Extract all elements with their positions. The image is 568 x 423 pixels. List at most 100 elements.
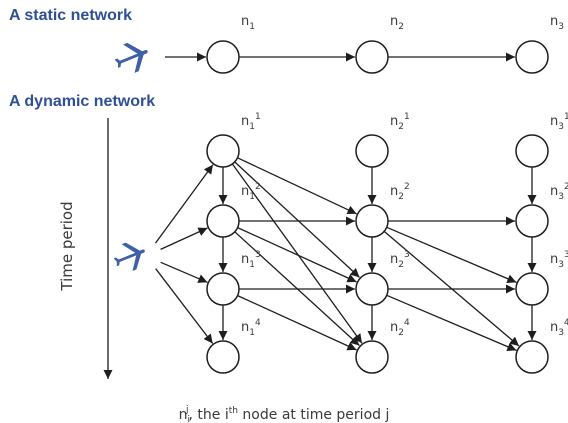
edge-plane2-d11 bbox=[154, 164, 214, 244]
airplane-icon bbox=[109, 237, 151, 276]
node-label: n1 bbox=[241, 14, 255, 32]
node-circle bbox=[355, 340, 389, 374]
caption-subscript: i bbox=[188, 415, 191, 423]
node-label-subscript: 3 bbox=[558, 192, 564, 202]
time-axis-label: Time period bbox=[58, 201, 76, 291]
node-label: n11 bbox=[241, 112, 261, 132]
network-node: n11 bbox=[206, 112, 261, 168]
network-node: n32 bbox=[515, 182, 568, 238]
node-label-superscript: 4 bbox=[404, 318, 410, 328]
node-label-superscript: 3 bbox=[255, 250, 261, 260]
caption-text-2: node at time period j bbox=[238, 407, 389, 423]
node-label-subscript: 3 bbox=[558, 122, 564, 132]
static-network-title: A static network bbox=[9, 7, 132, 24]
node-label: n12 bbox=[241, 182, 261, 202]
node-label-subscript: 1 bbox=[249, 192, 255, 202]
node-label-base: n bbox=[241, 184, 249, 199]
node-label-subscript: 2 bbox=[398, 122, 404, 132]
edge-d13-d24 bbox=[237, 295, 357, 351]
node-label: n13 bbox=[241, 250, 261, 270]
node-circle bbox=[355, 40, 389, 74]
node-label: n33 bbox=[550, 250, 568, 270]
node-circle bbox=[355, 204, 389, 238]
node-circle bbox=[355, 134, 389, 168]
node-label-base: n bbox=[550, 114, 558, 129]
node-label-superscript: 1 bbox=[404, 112, 410, 122]
node-label: n2 bbox=[390, 14, 404, 32]
node-circle bbox=[515, 272, 549, 306]
caption-superscript: j bbox=[185, 405, 189, 415]
node-label-subscript: 1 bbox=[249, 22, 255, 32]
node-circle bbox=[206, 40, 240, 74]
node-label: n22 bbox=[390, 182, 410, 202]
network-node: n31 bbox=[515, 112, 568, 168]
network-node: n1 bbox=[206, 14, 255, 74]
edge-d12-d23 bbox=[237, 227, 357, 283]
node-label: n14 bbox=[241, 318, 261, 338]
node-label-base: n bbox=[241, 14, 249, 29]
node-circle bbox=[206, 134, 240, 168]
network-node: n22 bbox=[355, 182, 410, 238]
node-label: n24 bbox=[390, 318, 410, 338]
edge-plane2-d13 bbox=[160, 261, 208, 283]
node-label-superscript: 2 bbox=[404, 182, 410, 192]
network-node: n12 bbox=[206, 182, 261, 238]
edge-d11-d22 bbox=[237, 157, 357, 215]
caption: nij, the ith node at time period j bbox=[179, 405, 390, 423]
node-label: n23 bbox=[390, 250, 410, 270]
network-node: n21 bbox=[355, 112, 410, 168]
node-label-base: n bbox=[550, 320, 558, 335]
node-label-subscript: 1 bbox=[249, 122, 255, 132]
node-label-superscript: 2 bbox=[255, 182, 261, 192]
node-label-subscript: 2 bbox=[398, 328, 404, 338]
node-label-superscript: 3 bbox=[564, 250, 568, 260]
node-circle bbox=[206, 272, 240, 306]
node-label-subscript: 3 bbox=[558, 328, 564, 338]
edges-layer bbox=[154, 52, 537, 352]
node-label-subscript: 1 bbox=[249, 260, 255, 270]
network-node: n23 bbox=[355, 250, 410, 306]
network-node: n13 bbox=[206, 250, 261, 306]
node-circle bbox=[515, 204, 549, 238]
edge-d23-d34 bbox=[386, 294, 517, 352]
node-circle bbox=[515, 340, 549, 374]
network-node: n14 bbox=[206, 318, 261, 374]
node-label: n3 bbox=[550, 14, 564, 32]
network-node: n2 bbox=[355, 14, 404, 74]
node-label: n31 bbox=[550, 112, 568, 132]
node-label-superscript: 4 bbox=[564, 318, 568, 328]
node-circle bbox=[206, 340, 240, 374]
node-label-base: n bbox=[241, 320, 249, 335]
node-label: n34 bbox=[550, 318, 568, 338]
node-circle bbox=[206, 204, 240, 238]
caption-base: n bbox=[179, 407, 188, 423]
planes-layer bbox=[109, 36, 154, 276]
dynamic-network-title: A dynamic network bbox=[9, 93, 155, 110]
node-label-base: n bbox=[390, 184, 398, 199]
network-node: n33 bbox=[515, 250, 568, 306]
time-axis: Time period bbox=[58, 118, 113, 379]
node-label-subscript: 3 bbox=[558, 260, 564, 270]
node-label-base: n bbox=[550, 252, 558, 267]
network-node: n24 bbox=[355, 318, 410, 374]
node-label-subscript: 2 bbox=[398, 192, 404, 202]
node-label-superscript: 3 bbox=[404, 250, 410, 260]
node-label-base: n bbox=[550, 14, 558, 29]
node-label-superscript: 4 bbox=[255, 318, 261, 328]
node-label-base: n bbox=[390, 114, 398, 129]
edge-d11-d23 bbox=[234, 161, 360, 278]
node-label: n21 bbox=[390, 112, 410, 132]
node-label-subscript: 2 bbox=[398, 22, 404, 32]
node-circle bbox=[515, 40, 549, 74]
edge-d11-d24 bbox=[231, 163, 363, 344]
node-label-base: n bbox=[550, 184, 558, 199]
node-label-superscript: 2 bbox=[564, 182, 568, 192]
caption-text-1: , the i bbox=[189, 407, 229, 423]
node-label-superscript: 1 bbox=[255, 112, 261, 122]
node-label-base: n bbox=[390, 320, 398, 335]
node-label-subscript: 3 bbox=[558, 22, 564, 32]
node-label-base: n bbox=[390, 252, 398, 267]
edge-d22-d33 bbox=[386, 226, 517, 284]
